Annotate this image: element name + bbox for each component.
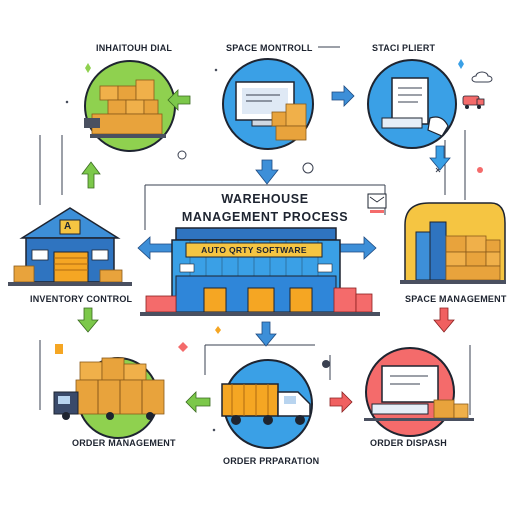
arrow-left-icon xyxy=(137,236,177,260)
sparkle-icon xyxy=(85,63,91,73)
pin-icon xyxy=(322,360,330,368)
step-inbound-circle xyxy=(84,60,176,152)
sparkle-decorations xyxy=(55,59,464,432)
sparkle-icon xyxy=(212,428,216,432)
arrow-down-icon xyxy=(255,321,277,347)
label-order-management: ORDER MANAGEMENT xyxy=(72,438,176,448)
space-management-illustration xyxy=(400,202,506,284)
arrow-down-icon xyxy=(433,307,455,333)
title-line-1: WAREHOUSE xyxy=(221,192,309,206)
arrow-right-icon xyxy=(331,85,355,107)
inventory-warehouse-illustration xyxy=(8,207,132,286)
label-order-dispatch: ORDER DISPASH xyxy=(370,438,447,448)
sparkle-icon xyxy=(477,167,483,173)
cloud-icon xyxy=(471,71,493,83)
arrow-up-icon xyxy=(81,161,101,189)
label-space-control: SPACE MONTROLL xyxy=(226,43,313,53)
step-stack-placement-circle xyxy=(367,59,457,149)
arrow-left-icon xyxy=(185,391,211,413)
title-line-2: MANAGEMENT PROCESS xyxy=(181,210,349,224)
order-dispatch-illustration xyxy=(364,347,474,437)
chat-bubble-icon xyxy=(302,162,314,174)
arrow-left-icon xyxy=(167,89,191,111)
order-management-illustration xyxy=(53,357,165,439)
arrow-right-icon xyxy=(329,391,353,413)
central-warehouse-illustration xyxy=(140,227,380,316)
clipboard-icon xyxy=(55,344,63,354)
arrow-right-icon xyxy=(337,236,377,260)
dashboard-icon xyxy=(367,193,387,213)
building-letter: A xyxy=(64,221,72,232)
gauge-icon xyxy=(177,150,187,160)
diagram-title: WAREHOUSE MANAGEMENT PROCESS xyxy=(170,190,360,226)
arrow-down-icon xyxy=(77,307,99,333)
sparkle-icon xyxy=(214,68,218,72)
arrow-down-icon xyxy=(255,159,279,185)
delivery-truck-icon xyxy=(462,95,485,109)
sparkle-icon xyxy=(458,59,464,69)
sparkle-icon xyxy=(215,326,221,334)
label-space-management: SPACE MANAGEMENT xyxy=(405,294,507,304)
label-order-preparation: ORDER PRPARATION xyxy=(223,456,320,466)
sparkle-icon xyxy=(65,100,69,104)
step-space-control-circle xyxy=(222,58,314,150)
label-inbound: INHAITOUH DIAL xyxy=(96,43,173,53)
order-preparation-illustration xyxy=(221,359,313,449)
connector-lines xyxy=(39,46,471,415)
gear-icon xyxy=(178,342,188,352)
arrow-down-icon xyxy=(429,145,451,171)
label-inventory-control: INVENTORY CONTROL xyxy=(30,294,133,304)
label-stack-placement: STACI PLIERT xyxy=(372,43,436,53)
center-building-sign: AUTO QRTY SOFTWARE xyxy=(201,245,307,255)
